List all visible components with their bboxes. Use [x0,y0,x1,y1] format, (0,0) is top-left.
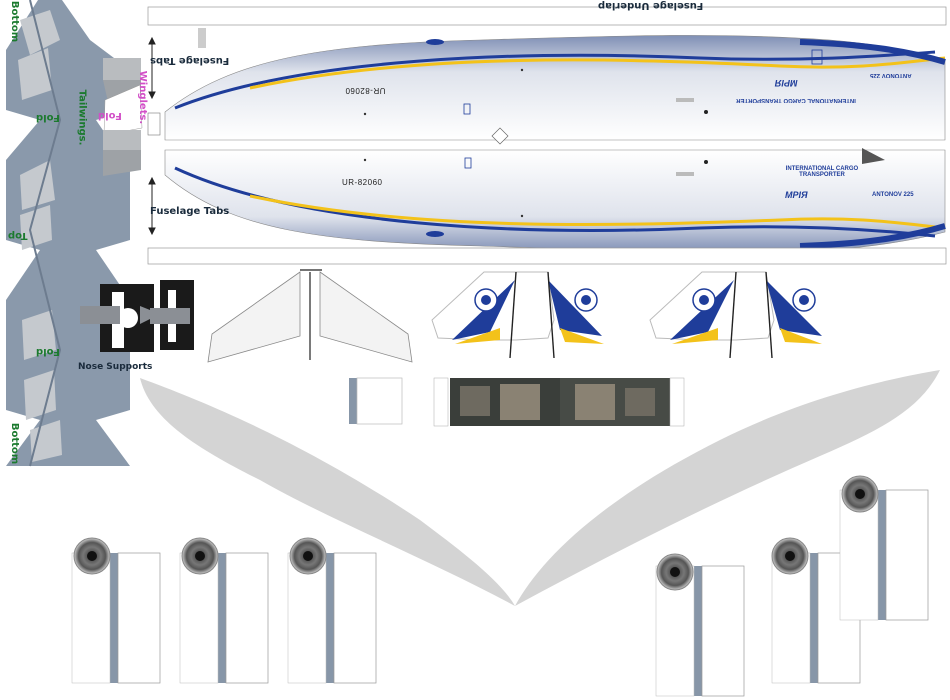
top-label: Top [8,230,28,241]
cockpit-panel [433,377,685,427]
winglets-label: Winglets. [137,70,149,125]
bottom-label-top: Bottom [9,0,21,43]
fold-label-lower: Fold [36,346,60,357]
engine-3 [287,537,377,684]
wing-root-tab [349,377,403,425]
vertical-fin-right [649,271,822,359]
logo-upper: МРІЯ [775,78,798,88]
engine-1 [71,537,161,684]
model-upper: ANTONOV 225 [870,72,912,78]
engine-2 [179,537,269,684]
horizontal-stabilizer [207,269,413,363]
engine-6 [839,475,929,621]
fuselage-tabs-bottom-label: Fuselage Tabs [150,206,230,217]
fuselage-tabs-top-label: Fuselage Tabs [150,55,230,66]
engine-4 [655,553,745,697]
vertical-fin-left [431,271,604,359]
fuselage-upper [147,6,947,141]
fuselage-tab-arrows [148,36,156,236]
main-wing [140,370,940,606]
logo-lower: МРІЯ [785,190,808,200]
nose-supports-parts [80,280,194,352]
company-lower: INTERNATIONAL CARGO TRANSPORTER [785,166,859,178]
fuselage-lower [147,127,947,265]
nose-supports-label: Nose Supports [78,362,153,372]
registration-lower: UR-82060 [342,178,383,187]
winglet-parts [103,58,143,176]
fold-winglets-label: Fold [98,110,122,121]
bottom-label-bottom: Bottom [9,422,21,465]
company-upper: INTERNATIONAL CARGO TRANSPORTER [736,97,856,103]
fuselage-underlap-label: Fuselage Underlap [598,0,704,11]
model-lower: ANTONOV 225 [872,192,914,198]
tailwings-label: Tailwings. [76,89,88,146]
registration-upper: UR-82060 [345,86,386,95]
fold-label-upper: Fold [36,112,60,123]
